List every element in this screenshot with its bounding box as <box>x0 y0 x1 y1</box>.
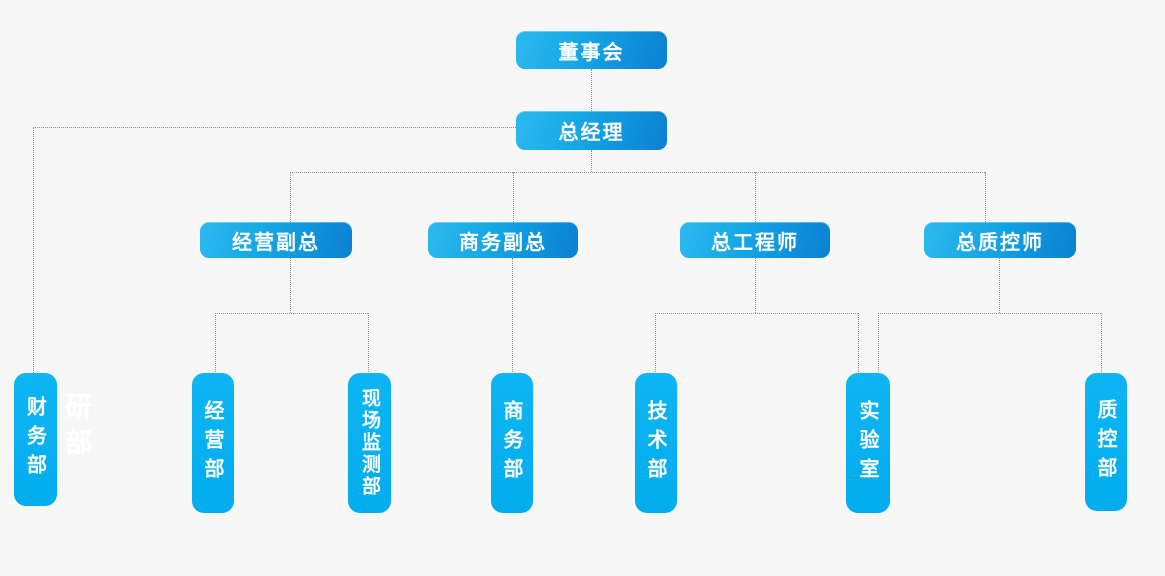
connector-line <box>878 313 1101 314</box>
org-node-operations-vp: 经营副总 <box>200 222 352 258</box>
org-node-business-vp: 商务副总 <box>428 222 578 258</box>
org-node-technical-dept: 技术部 <box>635 373 677 513</box>
org-node-technical-dept-label: 技术部 <box>644 399 668 487</box>
org-node-operations-dept-label: 经营部 <box>201 399 225 487</box>
org-node-business-vp-label: 商务副总 <box>459 229 547 254</box>
org-node-quality-control-dept: 质控部 <box>1085 373 1127 511</box>
org-node-general-manager-label: 总经理 <box>558 120 625 144</box>
connector-line <box>755 172 756 222</box>
connector-line <box>290 172 291 222</box>
org-node-board: 董事会 <box>516 31 667 69</box>
org-node-laboratory: 实验室 <box>846 373 890 513</box>
org-node-finance-dept: 财务部 <box>14 373 57 506</box>
org-node-chief-quality-officer: 总质控师 <box>924 222 1076 258</box>
connector-line <box>1101 313 1102 376</box>
org-node-site-monitoring-dept-label: 现场监测部 <box>359 388 381 498</box>
connector-line <box>755 258 756 313</box>
connector-line <box>985 172 986 222</box>
org-node-board-label: 董事会 <box>558 39 625 64</box>
org-node-operations-vp-label: 经营副总 <box>232 229 320 254</box>
connector-line <box>591 69 592 111</box>
connector-line <box>999 258 1000 313</box>
connector-line <box>215 313 368 314</box>
connector-line <box>512 258 513 374</box>
org-node-chief-engineer-label: 总工程师 <box>711 229 799 254</box>
org-node-quality-control-dept-label: 质控部 <box>1094 398 1118 486</box>
org-node-chief-quality-officer-label: 总质控师 <box>956 229 1044 254</box>
connector-line <box>33 127 516 128</box>
org-node-business-dept: 商务部 <box>491 373 533 513</box>
connector-line <box>215 313 216 374</box>
connector-line <box>290 258 291 313</box>
connector-line <box>591 150 592 172</box>
org-node-business-dept-label: 商务部 <box>500 399 524 487</box>
connector-line <box>290 172 985 173</box>
org-node-general-manager: 总经理 <box>516 111 667 150</box>
connector-line <box>878 313 879 376</box>
connector-line <box>368 313 369 374</box>
connector-line <box>655 313 656 374</box>
connector-line <box>858 313 859 376</box>
connector-line <box>655 313 858 314</box>
org-node-site-monitoring-dept: 现场监测部 <box>348 373 391 513</box>
connector-line <box>33 127 34 373</box>
ghost-department-label: 研部 <box>60 392 91 464</box>
org-node-chief-engineer: 总工程师 <box>680 222 830 258</box>
org-node-finance-dept-label: 财务部 <box>23 396 48 483</box>
org-node-operations-dept: 经营部 <box>192 373 234 513</box>
connector-line <box>513 172 514 222</box>
org-node-laboratory-label: 实验室 <box>856 399 880 487</box>
